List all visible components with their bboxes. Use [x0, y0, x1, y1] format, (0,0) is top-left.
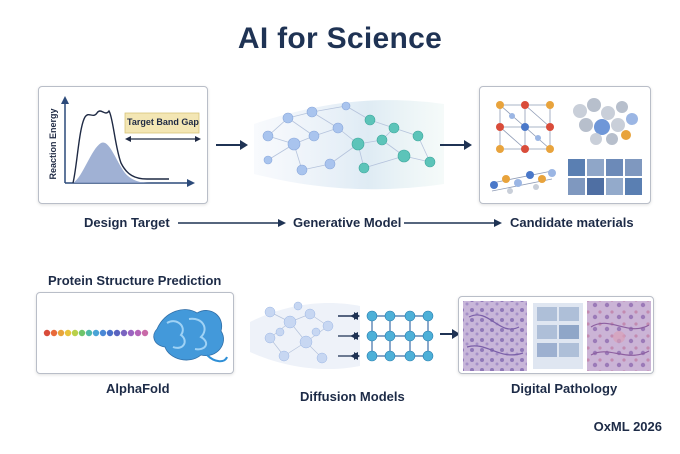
y-axis-label: Reaction Energy	[48, 108, 58, 180]
arrow-right-icon	[440, 140, 472, 150]
footer-credit: OxML 2026	[593, 419, 662, 434]
diffusion-network-graphic	[250, 301, 434, 370]
arrow-right-icon	[404, 219, 502, 227]
candidate-materials-panel	[479, 86, 651, 204]
arrow-right-icon	[178, 219, 286, 227]
arrow-right-icon	[440, 329, 460, 339]
design-target-panel: Reaction Energy Target Band Gap	[38, 86, 208, 204]
design-target-label: Design Target	[84, 215, 170, 230]
alphafold-label: AlphaFold	[106, 381, 170, 396]
target-band-gap-label: Target Band Gap	[127, 117, 199, 127]
generative-model-label: Generative Model	[293, 215, 402, 230]
energy-plot	[61, 96, 201, 187]
diffusion-models-label: Diffusion Models	[300, 389, 405, 404]
protein-structure-heading: Protein Structure Prediction	[48, 273, 222, 288]
pathology-slides-graphic	[463, 301, 651, 371]
digital-pathology-panel	[458, 296, 654, 374]
protein-folding-graphic	[43, 309, 228, 363]
alphafold-panel	[36, 292, 234, 374]
generative-network-graphic	[254, 100, 444, 190]
page-title: AI for Science	[237, 22, 443, 55]
arrow-right-icon	[216, 140, 248, 150]
candidate-materials-label: Candidate materials	[510, 215, 634, 230]
crystal-structures-graphic	[490, 98, 642, 195]
digital-pathology-label: Digital Pathology	[511, 381, 618, 396]
